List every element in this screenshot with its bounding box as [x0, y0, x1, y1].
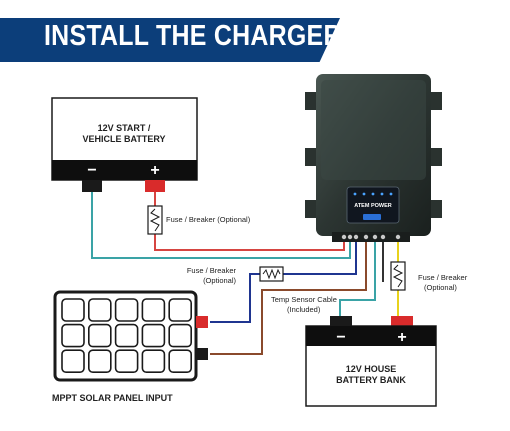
title-banner — [0, 18, 340, 62]
fuse-solar-icon — [259, 266, 284, 282]
wire-start-negative — [91, 190, 351, 259]
fuse-house-label-line2: (Optional) — [424, 283, 457, 292]
start-battery-label-line1: 12V START / — [98, 123, 151, 133]
solar-cell — [61, 323, 85, 348]
solar-cell — [168, 349, 192, 374]
solar-cell — [141, 323, 166, 348]
house-battery — [305, 316, 437, 407]
temp-sensor-label-line2: (Included) — [287, 305, 321, 314]
solar-cell — [141, 298, 166, 322]
wire-start-positive-2 — [154, 234, 345, 251]
fuse-solar-label-line2: (Optional) — [203, 276, 236, 285]
wire-solar-positive-2 — [283, 240, 357, 275]
solar-cell — [114, 323, 139, 348]
start-battery-positive-symbol: + — [150, 162, 159, 179]
wire-house-negative — [339, 240, 376, 318]
fuse-solar-label-line1: Fuse / Breaker — [187, 266, 237, 275]
solar-cell — [88, 323, 112, 348]
solar-cell — [168, 298, 192, 322]
page-title: INSTALL THE CHARGER — [44, 20, 342, 52]
wire-solar-negative — [210, 240, 367, 355]
fuse-house-label-line1: Fuse / Breaker — [418, 273, 468, 282]
house-battery-negative-symbol: − — [336, 329, 345, 346]
charger-brand-logo: ATEM POWER — [354, 203, 392, 209]
fuse-start-icon — [147, 205, 163, 235]
solar-cell — [168, 323, 192, 348]
fuse-house-icon — [390, 261, 406, 291]
start-battery-negative-symbol: − — [87, 162, 96, 179]
start-battery-label-line2: VEHICLE BATTERY — [82, 134, 165, 144]
solar-cell — [114, 349, 139, 374]
solar-cell — [88, 298, 112, 322]
solar-panel-cells — [61, 298, 192, 374]
solar-panel-label: MPPT SOLAR PANEL INPUT — [52, 393, 173, 403]
solar-cell — [114, 298, 139, 322]
solar-cell — [61, 349, 85, 374]
temp-sensor-label-line1: Temp Sensor Cable — [271, 295, 337, 304]
house-battery-label-line2: BATTERY BANK — [336, 375, 406, 385]
solar-cell — [141, 349, 166, 374]
start-battery — [51, 97, 198, 192]
house-battery-label-line1: 12V HOUSE — [346, 364, 397, 374]
solar-cell — [88, 349, 112, 374]
fuse-start-label: Fuse / Breaker (Optional) — [166, 215, 251, 224]
solar-cell — [61, 298, 85, 322]
house-battery-positive-symbol: + — [397, 329, 406, 346]
charger-unit — [305, 74, 442, 242]
wire-solar-positive — [210, 273, 260, 323]
